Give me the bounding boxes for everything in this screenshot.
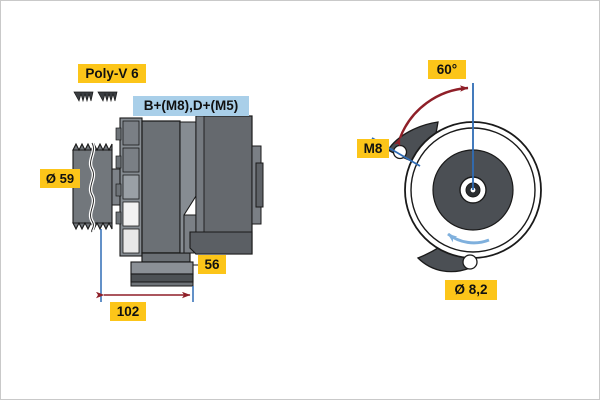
poly-v-belt-icon bbox=[73, 91, 118, 103]
callout-mounting-angle: 60° bbox=[428, 60, 466, 79]
drive-end-housing bbox=[141, 120, 197, 263]
mounting-foot bbox=[130, 261, 194, 287]
side-view-group bbox=[72, 91, 264, 302]
callout-pulley-diameter: Ø 59 bbox=[40, 169, 80, 188]
rotation-direction-arrow bbox=[447, 232, 490, 245]
front-bearing-stack bbox=[111, 117, 143, 257]
callout-flange-depth: 56 bbox=[198, 255, 226, 274]
angle-arc-60 bbox=[394, 85, 469, 147]
slip-ring-end-housing bbox=[189, 115, 264, 255]
front-view-group bbox=[371, 83, 542, 273]
callout-overall-length: 102 bbox=[110, 302, 146, 321]
callout-bolt-hole-diameter: Ø 8,2 bbox=[445, 280, 497, 300]
dimension-102 bbox=[96, 229, 194, 302]
callout-poly-v: Poly-V 6 bbox=[78, 64, 146, 83]
callout-thread-size: M8 bbox=[357, 139, 389, 158]
callout-terminals: B+(M8),D+(M5) bbox=[133, 96, 249, 116]
lower-bolt-hole bbox=[462, 254, 478, 270]
pulley bbox=[72, 142, 113, 234]
